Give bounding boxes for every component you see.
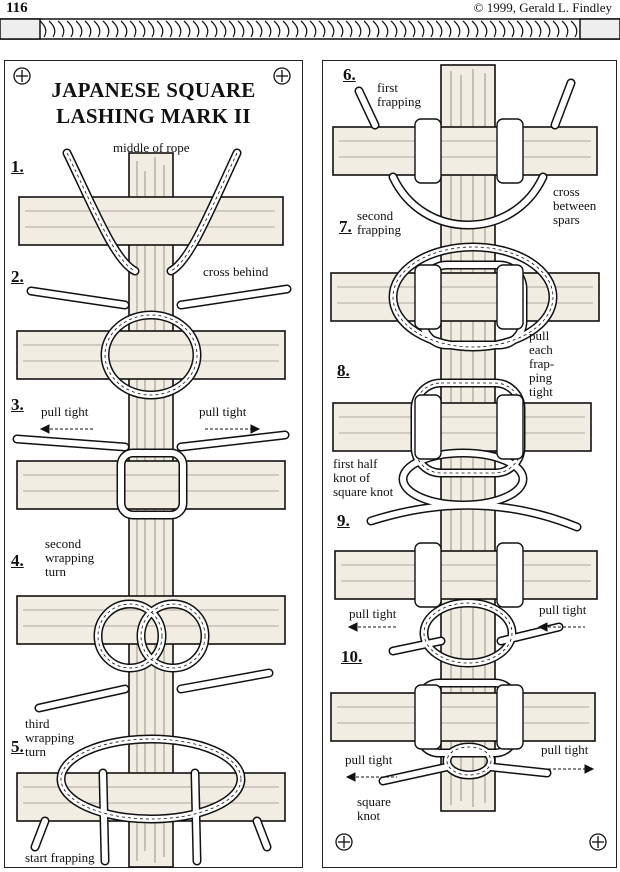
pull-label-left: pull tight <box>41 404 89 419</box>
label-line: between <box>553 198 597 213</box>
label-line: square knot <box>333 484 394 499</box>
label-line: first <box>377 80 398 95</box>
registration-plus-icon <box>589 833 607 851</box>
label-line: knot of <box>333 470 371 485</box>
pull-label-right: pull tight <box>541 742 589 757</box>
side-label: pull each frap- ping tight <box>529 329 554 399</box>
title-line: LASHING MARK II <box>56 104 251 128</box>
step-number: 4. <box>11 551 24 570</box>
registration-plus-icon <box>13 67 31 85</box>
step-number: 1. <box>11 157 24 176</box>
step-number: 7. <box>339 217 352 236</box>
label-line: frap- <box>529 356 555 371</box>
step-bottom-label: square knot <box>357 795 391 823</box>
page-number: 116 <box>6 0 28 16</box>
label-line: square <box>357 794 391 809</box>
label-line: ping <box>529 370 553 385</box>
label-line: first half <box>333 456 378 471</box>
pull-label-left: pull tight <box>345 752 393 767</box>
step-label: third wrapping turn <box>25 717 74 759</box>
step-number: 9. <box>337 511 350 530</box>
label-line: each <box>529 342 553 357</box>
label-line: turn <box>25 744 46 759</box>
rope-border-icon <box>0 18 620 40</box>
step-label: first frapping <box>377 81 421 109</box>
side-label: cross between spars <box>553 185 596 227</box>
label-line: pull <box>529 328 550 343</box>
label-line: tight <box>529 384 553 399</box>
pull-label-right: pull tight <box>199 404 247 419</box>
label-line: wrapping <box>25 730 75 745</box>
step-label: second frapping <box>357 209 401 237</box>
left-panel: JAPANESE SQUARE LASHING MARK II <box>4 60 303 868</box>
step-label: first half knot of square knot <box>333 457 393 499</box>
label-line: frapping <box>377 94 422 109</box>
step-number: 2. <box>11 267 24 286</box>
left-diagram <box>12 148 292 868</box>
registration-plus-icon <box>273 67 291 85</box>
step-label: second wrapping turn <box>45 537 94 579</box>
step-number: 3. <box>11 395 24 414</box>
step-number: 5. <box>11 737 24 756</box>
step-label: cross behind <box>203 264 269 279</box>
label-line: turn <box>45 564 66 579</box>
label-line: second <box>357 208 394 223</box>
pull-label-left: pull tight <box>349 606 397 621</box>
copyright-notice: © 1999, Gerald L. Findley <box>473 0 612 15</box>
right-diagram <box>330 64 600 812</box>
label-line: third <box>25 716 50 731</box>
step-bottom-label: start frapping <box>25 850 95 865</box>
step-label: middle of rope <box>113 140 190 155</box>
step-number: 8. <box>337 361 350 380</box>
title-line: JAPANESE SQUARE <box>51 78 256 102</box>
step-number: 10. <box>341 647 363 666</box>
page-title: JAPANESE SQUARE LASHING MARK II <box>25 77 282 129</box>
right-panel: 6. first frapping cross between spars se… <box>322 60 617 868</box>
pull-label-right: pull tight <box>539 602 587 617</box>
label-line: frapping <box>357 222 402 237</box>
label-line: knot <box>357 808 381 823</box>
label-line: cross <box>553 184 580 199</box>
label-line: second <box>45 536 82 551</box>
registration-plus-icon <box>335 833 353 851</box>
label-line: wrapping <box>45 550 95 565</box>
step-number: 6. <box>343 65 356 84</box>
label-line: spars <box>553 212 580 227</box>
